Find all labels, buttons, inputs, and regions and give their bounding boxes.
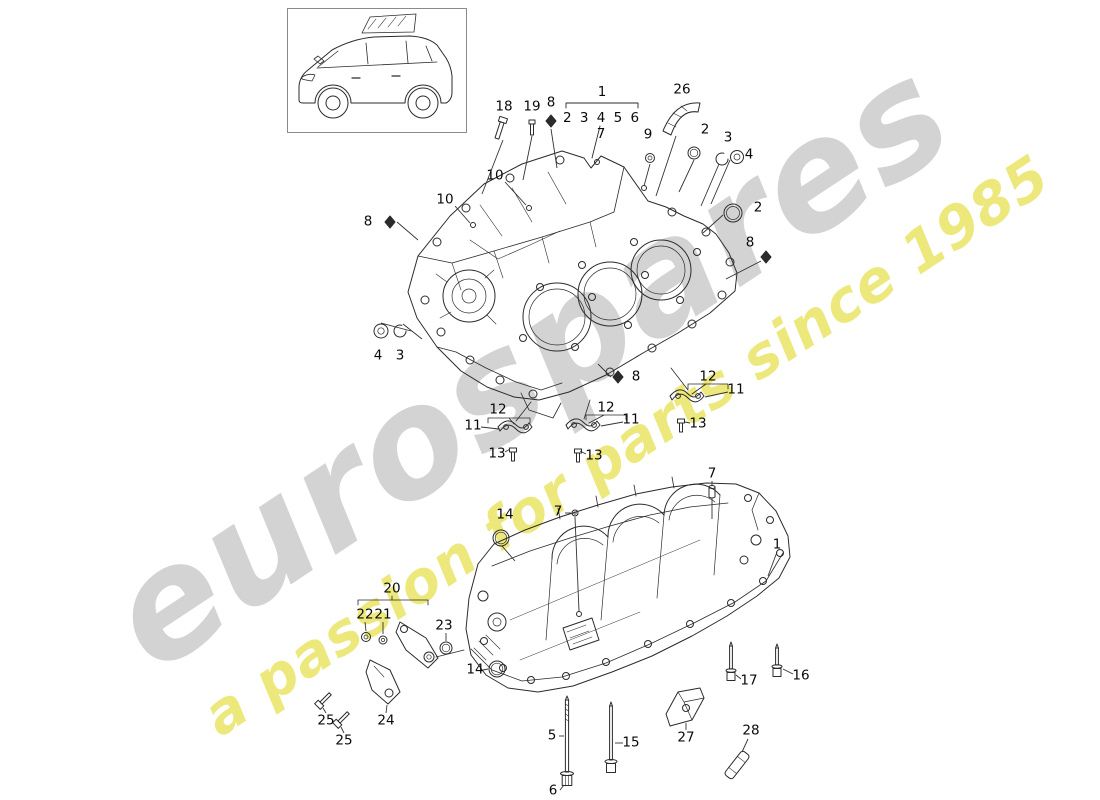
callout-14[interactable]: 14	[466, 661, 484, 678]
callout-20[interactable]: 20	[383, 580, 401, 597]
o-ring-2-icon	[687, 146, 701, 160]
part-group-bracket	[565, 102, 639, 159]
bolt-18-icon	[494, 115, 509, 140]
callout-13[interactable]: 13	[689, 415, 707, 432]
callout-13[interactable]: 13	[585, 447, 603, 464]
callout-8[interactable]: 8	[631, 368, 641, 385]
callout-19[interactable]: 19	[523, 98, 541, 115]
callout-3[interactable]: 3	[723, 129, 733, 146]
sealing-plug-8-icon	[545, 114, 557, 128]
bolt-15-icon	[604, 701, 618, 773]
callout-12[interactable]: 12	[597, 399, 615, 416]
callout-25[interactable]: 25	[317, 712, 335, 729]
callout-21[interactable]: 21	[374, 606, 392, 623]
callout-15[interactable]: 15	[622, 734, 640, 751]
bolt-13-icon	[574, 448, 582, 463]
bolt-17-icon	[725, 641, 737, 681]
plug-4-icon	[373, 323, 389, 339]
nut-9-icon	[645, 153, 655, 163]
oil-pump-bracket-20-icon	[395, 621, 439, 669]
sealing-plug-8-icon	[760, 250, 772, 264]
callout-9[interactable]: 9	[643, 126, 653, 143]
callout-3[interactable]: 3	[395, 347, 405, 364]
callout-25[interactable]: 25	[335, 732, 353, 749]
nut-22-icon	[361, 632, 371, 642]
callout-18[interactable]: 18	[495, 98, 513, 115]
callout-6[interactable]: 6	[548, 782, 558, 799]
callout-8[interactable]: 8	[745, 234, 755, 251]
callout-27[interactable]: 27	[677, 729, 695, 746]
bracket-20-lines	[357, 595, 429, 606]
hardware-parts	[314, 102, 783, 786]
plug-4-icon	[730, 150, 744, 164]
dowel-pin-28-icon	[724, 750, 750, 780]
callout-11[interactable]: 11	[727, 381, 745, 398]
callout-8[interactable]: 8	[363, 213, 373, 230]
callout-23[interactable]: 23	[435, 617, 453, 634]
bracket-20-connector	[435, 649, 465, 658]
callout-2[interactable]: 2	[700, 121, 710, 138]
clamp-strap-26-icon	[662, 102, 701, 136]
o-ring-23-icon	[439, 641, 453, 655]
callout-17[interactable]: 17	[740, 672, 758, 689]
pipe-clamp-11-icon	[497, 420, 533, 434]
bolt-5-6-icon	[560, 695, 574, 786]
bolt-16-icon	[771, 643, 783, 677]
sealing-plug-8-icon	[384, 215, 396, 229]
callout-22[interactable]: 22	[356, 606, 374, 623]
callout-1[interactable]: 1	[772, 536, 782, 553]
callout-13[interactable]: 13	[488, 445, 506, 462]
callout-12[interactable]: 12	[699, 368, 717, 385]
bracket-12-lines	[487, 383, 729, 425]
callout-2[interactable]: 2	[753, 199, 763, 216]
pipe-clamp-11-icon	[565, 418, 601, 432]
callout-10[interactable]: 10	[436, 191, 454, 208]
callout-11[interactable]: 11	[464, 417, 482, 434]
o-ring-14-icon	[492, 529, 510, 547]
part-group-children-label[interactable]: 2 3 4 5 6 7	[562, 110, 642, 142]
callout-7[interactable]: 7	[553, 503, 563, 520]
stud-7-icon	[571, 509, 579, 517]
callout-24[interactable]: 24	[377, 712, 395, 729]
callout-5[interactable]: 5	[547, 727, 557, 744]
callout-26[interactable]: 26	[673, 81, 691, 98]
snap-ring-3-icon	[715, 152, 729, 166]
bolt-13-icon	[509, 447, 517, 462]
callout-8[interactable]: 8	[546, 94, 556, 111]
lower-crankcase-drawing	[465, 476, 791, 693]
callout-10[interactable]: 10	[486, 167, 504, 184]
callout-12[interactable]: 12	[489, 401, 507, 418]
callout-4[interactable]: 4	[744, 146, 754, 163]
snap-ring-3-icon	[393, 324, 407, 338]
sealing-plug-8-icon	[612, 370, 624, 384]
bracket-lines	[357, 102, 729, 658]
o-ring-2-icon	[723, 203, 743, 223]
engine-mount-bracket-27-icon	[665, 687, 705, 727]
callout-28[interactable]: 28	[742, 722, 760, 739]
callout-7[interactable]: 7	[707, 465, 717, 482]
clamp-connector-lines	[515, 367, 689, 422]
vehicle-thumbnail	[287, 8, 467, 133]
part-group-parent-label[interactable]: 1	[597, 84, 607, 100]
callout-4[interactable]: 4	[373, 347, 383, 364]
bracket-24-icon	[365, 659, 401, 705]
bolt-13-icon	[677, 418, 685, 433]
bolt-25-icon	[332, 711, 350, 729]
pipe-clamp-11-icon	[669, 389, 705, 403]
callout-11[interactable]: 11	[622, 411, 640, 428]
washer-21-icon	[378, 635, 388, 645]
bolt-25-icon	[314, 692, 332, 710]
o-ring-14-icon	[488, 660, 506, 678]
callout-16[interactable]: 16	[792, 667, 810, 684]
bolt-19-icon	[528, 119, 536, 136]
callout-14[interactable]: 14	[496, 506, 514, 523]
